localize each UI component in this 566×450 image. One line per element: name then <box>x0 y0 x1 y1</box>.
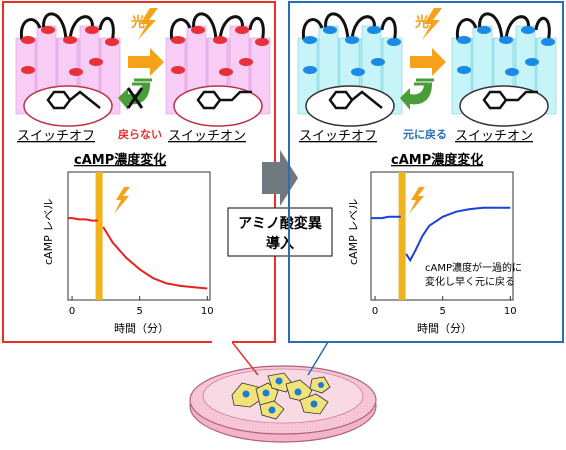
stimulus-bar-left <box>95 172 103 300</box>
mutation-box: アミノ酸変異 導入 <box>227 207 333 257</box>
series-line-1 <box>102 226 208 290</box>
x-tick-label: 0 <box>69 306 75 317</box>
y-axis-label-left: cAMP レベル <box>42 199 55 265</box>
x-axis-label-right: 時間（分） <box>417 322 472 335</box>
mutation-label-line2: 導入 <box>266 235 294 252</box>
light-bolt-icon <box>114 187 130 214</box>
light-bolt-icon <box>422 8 442 40</box>
left-panel: 光 <box>2 1 276 344</box>
no-return-label: 戻らない <box>117 127 162 141</box>
light-bolt-icon <box>138 8 158 40</box>
cells <box>231 372 331 420</box>
x-tick-label: 5 <box>136 306 142 317</box>
state-off-label-right: スイッチオフ <box>299 129 377 144</box>
receptor-off-right <box>297 12 403 127</box>
stimulus-bar-right <box>398 172 406 300</box>
forward-arrow-icon <box>128 48 164 76</box>
right-panel: 光 <box>288 1 564 343</box>
state-off-label-left: スイッチオフ <box>17 129 95 144</box>
light-label-left: 光 <box>130 14 145 31</box>
receptor-on-right <box>451 12 557 127</box>
state-on-label-right: スイッチオン <box>455 129 533 144</box>
return-label: 元に戻る <box>403 127 447 141</box>
petri-dish <box>189 365 377 443</box>
series-line-1 <box>405 206 511 263</box>
light-bolt-icon <box>409 187 425 214</box>
series-line-0 <box>68 217 98 222</box>
forward-arrow-icon <box>410 48 446 76</box>
light-label-right: 光 <box>414 14 429 31</box>
chart-right: cAMP濃度変化 cAMP レベル 0 5 10 cAMP濃度が一過的に 変化し早く… <box>347 152 522 335</box>
mutation-label-line1: アミノ酸変異 <box>238 215 322 232</box>
chart-title-right: cAMP濃度変化 <box>391 152 483 168</box>
y-axis-label-right: cAMP レベル <box>347 199 360 265</box>
no-return-arrow-icon <box>118 78 152 110</box>
annotation-line1: cAMP濃度が一過的に <box>425 261 522 274</box>
x-tick-label: 10 <box>201 306 214 317</box>
series-line-0 <box>371 215 401 220</box>
annotation-line2: 変化し早く元に戻る <box>425 275 515 288</box>
receptor-on-left <box>165 12 271 127</box>
return-arrow-icon <box>400 78 434 110</box>
x-tick-label: 0 <box>372 306 378 317</box>
state-on-label-left: スイッチオン <box>168 129 246 144</box>
x-tick-label: 5 <box>439 306 445 317</box>
chart-title-left: cAMP濃度変化 <box>74 152 166 168</box>
x-tick-label: 10 <box>504 306 517 317</box>
x-axis-label-left: 時間（分） <box>114 322 169 335</box>
receptor-off-left <box>15 12 121 127</box>
chart-left: cAMP濃度変化 cAMP レベル 0 5 10 時間（分） <box>42 152 214 335</box>
